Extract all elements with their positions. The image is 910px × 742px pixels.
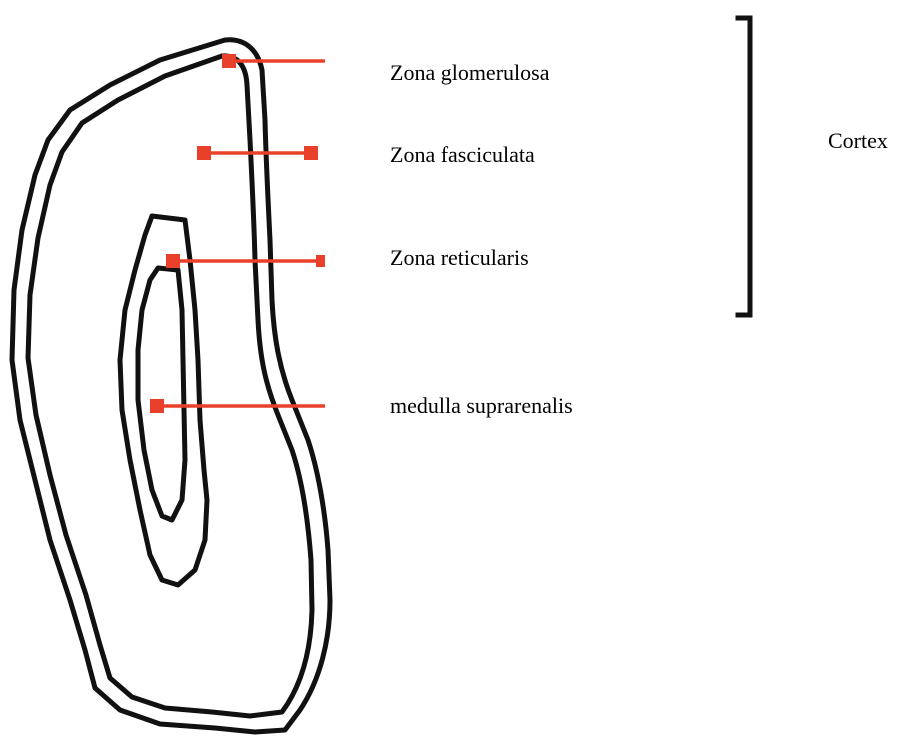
marker-medulla [150, 399, 164, 413]
label-cortex: Cortex [828, 128, 888, 153]
gland-inner-outline [28, 56, 312, 716]
label-zona-fasciculata: Zona fasciculata [390, 142, 535, 167]
marker-zona-reticularis-left [166, 254, 180, 268]
cortex-bracket [738, 18, 750, 315]
marker-zona-glomerulosa [222, 54, 236, 68]
gland-outer-outline [12, 40, 330, 732]
medulla-inner-outline [138, 268, 185, 520]
label-zona-glomerulosa: Zona glomerulosa [390, 60, 550, 85]
marker-zona-reticularis-right [316, 255, 325, 267]
marker-zona-fasciculata-right [304, 146, 318, 160]
marker-zona-fasciculata-left [197, 146, 211, 160]
label-medulla-suprarenalis: medulla suprarenalis [390, 393, 573, 418]
label-zona-reticularis: Zona reticularis [390, 245, 529, 270]
